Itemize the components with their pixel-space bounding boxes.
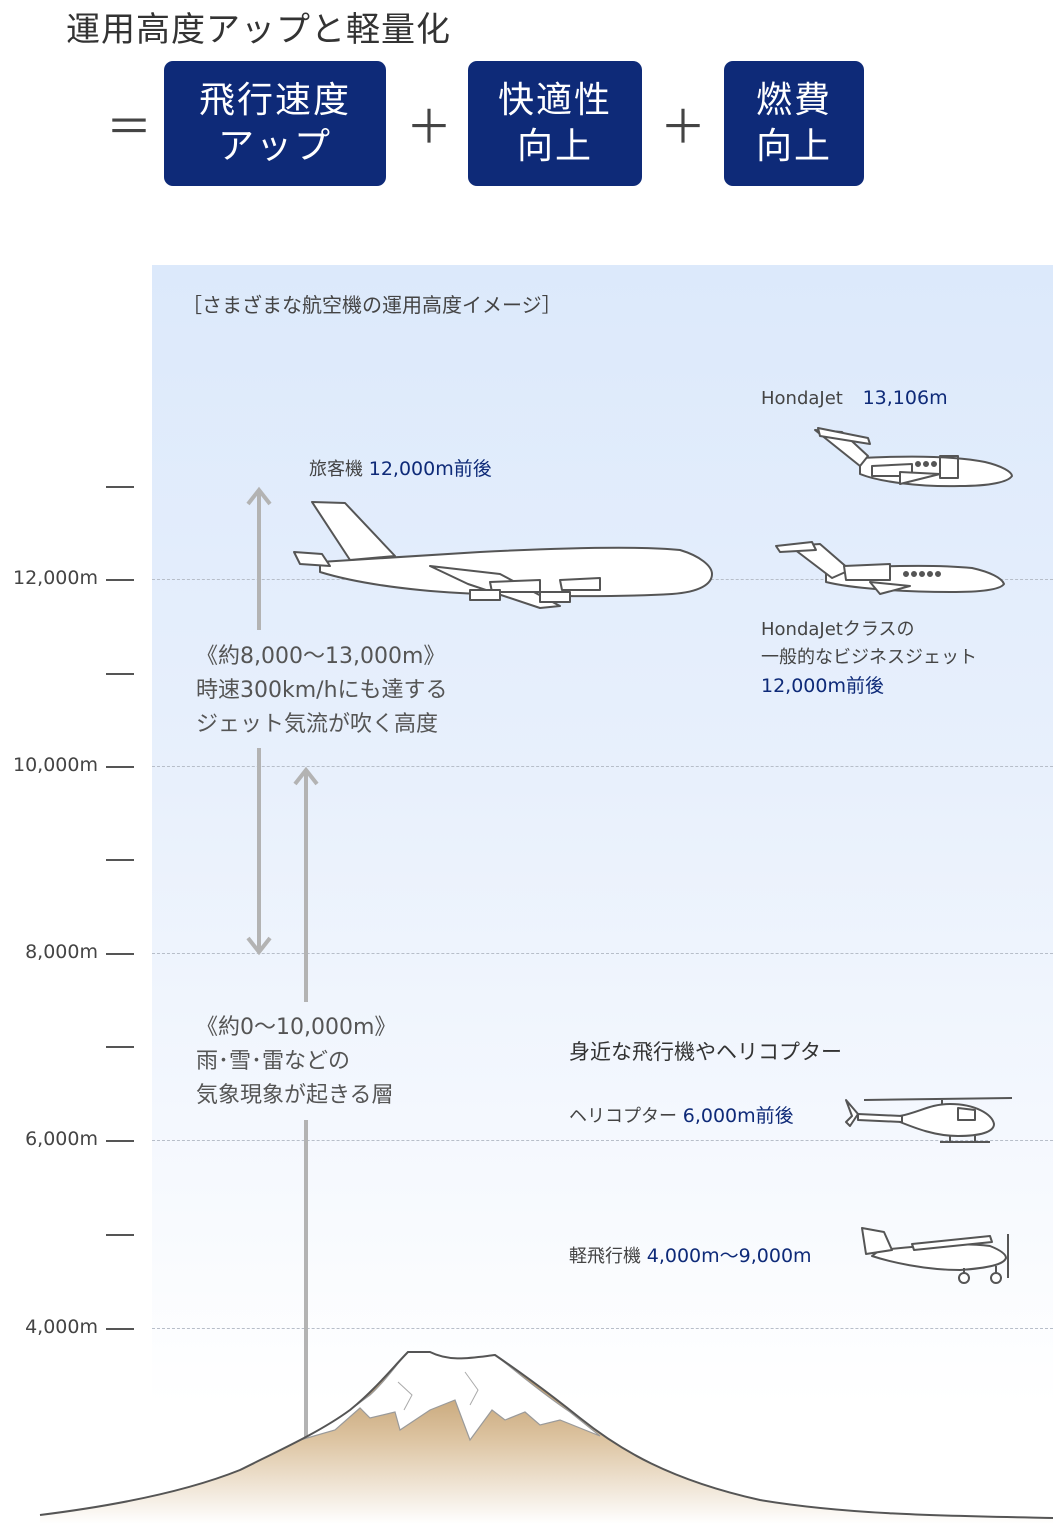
jet-stream-line2: ジェット気流が吹く高度 [196,708,448,742]
hondajet-icon [815,428,1012,486]
hondajet-name: HondaJet [761,388,843,409]
airliner-icon [294,502,712,608]
airliner-altitude: 12,000m前後 [369,458,492,480]
nearby-aircraft-title: 身近な飛行機やヘリコプター [569,1036,842,1066]
light-plane-label: 軽飛行機 4,000m〜9,000m [569,1241,812,1268]
airliner-name: 旅客機 [309,459,363,480]
jet-stream-description: 《約8,000〜13,000m》 時速300km/hにも達する ジェット気流が吹… [196,640,448,742]
jet-stream-line1: 時速300km/hにも達する [196,674,448,708]
hondajet-altitude: 13,106m [863,387,948,409]
hondajet-label: HondaJet 13,106m [761,387,948,409]
weather-line1: 雨･雪･雷などの [196,1045,396,1079]
business-jet-line1: HondaJetクラスの [761,616,977,644]
helicopter-label: ヘリコプター 6,000m前後 [569,1101,794,1128]
business-jet-line2: 一般的なビジネスジェット [761,644,977,672]
airliner-label: 旅客機 12,000m前後 [309,454,492,481]
light-plane-name: 軽飛行機 [569,1246,641,1267]
jet-stream-range: 《約8,000〜13,000m》 [196,640,448,674]
business-jet-label: HondaJetクラスの 一般的なビジネスジェット 12,000m前後 [761,616,977,700]
weather-layer-description: 《約0〜10,000m》 雨･雪･雷などの 気象現象が起きる層 [196,1011,396,1113]
business-jet-icon [776,542,1004,594]
light-plane-icon [862,1228,1008,1283]
helicopter-altitude: 6,000m前後 [683,1105,794,1127]
business-jet-altitude: 12,000m前後 [761,672,977,700]
weather-range: 《約0〜10,000m》 [196,1011,396,1045]
helicopter-name: ヘリコプター [569,1106,677,1127]
helicopter-icon [846,1098,1012,1142]
weather-line2: 気象現象が起きる層 [196,1079,396,1113]
light-plane-altitude: 4,000m〜9,000m [647,1245,812,1267]
mountain-illustration [40,1352,1053,1524]
